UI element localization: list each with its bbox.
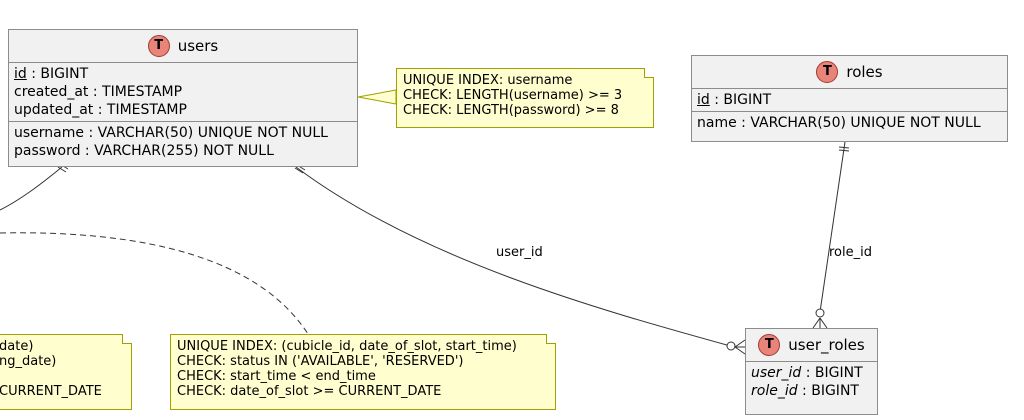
users-one-marker-a	[294, 167, 304, 174]
entity-users-key-section: id : BIGINT created_at : TIMESTAMP updat…	[9, 63, 357, 122]
roles-user-roles-line	[819, 141, 846, 313]
field-row: id : BIGINT	[14, 65, 352, 83]
relation-label-user-id: user_id	[496, 245, 543, 260]
field-row: password : VARCHAR(255) NOT NULL	[14, 143, 274, 159]
users-left-marker-a	[57, 166, 67, 173]
entity-user-roles-header: T user_roles	[746, 329, 877, 362]
roles-one-marker-b	[838, 149, 850, 152]
fk-field-type: : BIGINT	[801, 365, 863, 381]
table-badge-icon: T	[758, 334, 781, 356]
pk-field-name: id	[697, 92, 710, 108]
pk-field-type: : BIGINT	[26, 66, 89, 82]
note-fold-corner	[546, 334, 556, 344]
note-fold-corner	[122, 334, 132, 344]
entity-user-roles-fk-section: user_id : BIGINT role_id : BIGINT	[746, 362, 877, 402]
entity-roles-title: roles	[846, 63, 883, 81]
field-row: role_id : BIGINT	[751, 382, 872, 400]
field-row: username : VARCHAR(50) UNIQUE NOT NULL	[14, 125, 328, 141]
note-line: CHECK: LENGTH(username) >= 3	[403, 88, 623, 103]
note-slot-constraints: UNIQUE INDEX: (cubicle_id, date_of_slot,…	[170, 334, 556, 410]
relation-label-role-id: role_id	[829, 245, 872, 260]
note-line: UNIQUE INDEX: username	[403, 73, 573, 88]
fk-field-name: role_id	[751, 383, 798, 399]
user-roles-crowsfoot-top	[812, 317, 828, 329]
entity-users[interactable]: T users id : BIGINT created_at : TIMESTA…	[8, 29, 358, 167]
note-line: CHECK: status IN ('AVAILABLE', 'RESERVED…	[177, 354, 464, 369]
note-line: CHECK: start_time < end_time	[177, 369, 376, 384]
note-line: UNIQUE INDEX: (cubicle_id, date_of_slot,…	[177, 339, 517, 354]
user-roles-crowsfoot-left	[734, 339, 746, 355]
note-line: CHECK: date_of_slot >= CURRENT_DATE	[177, 384, 442, 399]
pk-field-name: id	[14, 66, 27, 82]
table-badge-icon: T	[816, 61, 839, 83]
field-row: user_id : BIGINT	[751, 364, 872, 382]
entity-roles-header: T roles	[692, 56, 1007, 89]
note-line: CURRENT_DATE	[0, 384, 102, 399]
field-row: name : VARCHAR(50) UNIQUE NOT NULL	[697, 115, 981, 131]
fk-field-type: : BIGINT	[797, 383, 859, 399]
note-line	[0, 369, 125, 384]
users-note-connector	[357, 89, 397, 105]
note-line: date)	[0, 339, 34, 354]
fk-field-name: user_id	[751, 365, 802, 381]
field-row: updated_at : TIMESTAMP	[14, 102, 187, 118]
pk-field-type: : BIGINT	[709, 92, 772, 108]
slot-note-connector	[0, 232, 309, 335]
users-user-roles-line	[295, 166, 735, 348]
entity-roles-fields-section: name : VARCHAR(50) UNIQUE NOT NULL	[692, 112, 1007, 134]
note-cutoff-left: date) ng_date) CURRENT_DATE	[0, 334, 132, 410]
note-line: ng_date)	[0, 354, 57, 369]
entity-users-header: T users	[9, 30, 357, 63]
field-row: id : BIGINT	[697, 91, 1002, 109]
entity-users-fields-section: username : VARCHAR(50) UNIQUE NOT NULL p…	[9, 122, 357, 162]
note-fold-corner	[644, 68, 654, 78]
user-roles-zero-circle	[726, 341, 736, 351]
entity-roles[interactable]: T roles id : BIGINT name : VARCHAR(50) U…	[691, 55, 1008, 142]
entity-roles-key-section: id : BIGINT	[692, 89, 1007, 112]
note-users-constraints: UNIQUE INDEX: username CHECK: LENGTH(use…	[396, 68, 654, 128]
roles-one-marker-a	[838, 146, 850, 149]
entity-users-title: users	[177, 37, 219, 55]
entity-user-roles-title: user_roles	[788, 336, 865, 354]
roles-zero-circle	[815, 308, 825, 318]
field-row: created_at : TIMESTAMP	[14, 84, 183, 100]
users-left-line	[0, 166, 63, 211]
entity-user-roles[interactable]: T user_roles user_id : BIGINT role_id : …	[745, 328, 878, 415]
note-line: CHECK: LENGTH(password) >= 8	[403, 103, 619, 118]
table-badge-icon: T	[147, 35, 170, 57]
